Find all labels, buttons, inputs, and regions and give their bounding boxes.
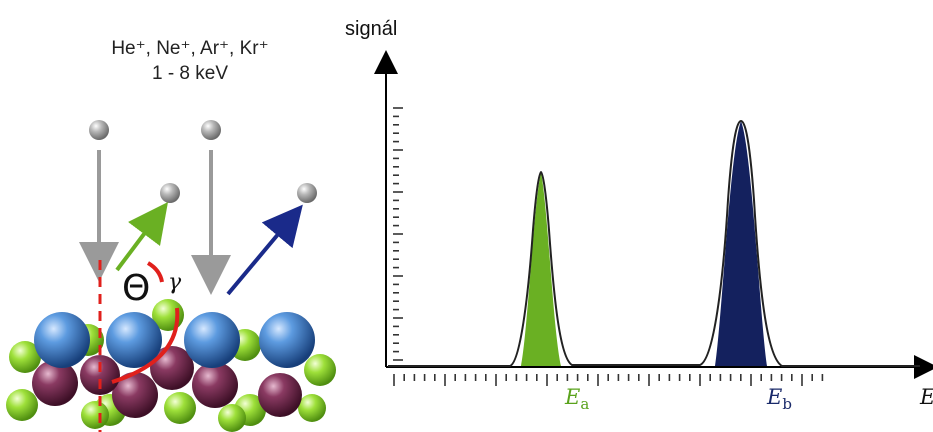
scattered-beam-b (226, 204, 303, 296)
peak-a-label: Ea (565, 385, 590, 413)
theta-symbol: Θ (122, 268, 151, 309)
scattered-ion-b (297, 183, 317, 203)
surface-lattice (6, 299, 336, 432)
ion-species-label: He⁺, Ne⁺, Ar⁺, Kr⁺ (111, 38, 269, 59)
y-axis-ticks (393, 107, 403, 361)
scattered-beam-a (115, 202, 168, 272)
gamma-arc (111, 307, 180, 384)
ion-energy-label: 1 - 8 keV (151, 63, 229, 84)
scattered-ion-a (160, 183, 180, 203)
incident-ion-1 (89, 120, 109, 140)
gamma-symbol: γ (168, 270, 182, 295)
peak-b-label: Eb (767, 385, 792, 413)
x-axis-label: E (920, 385, 933, 409)
x-axis-ticks (393, 374, 824, 386)
peak-a-fill (521, 172, 561, 366)
y-axis-label: signál (345, 18, 398, 40)
peak-b-fill (715, 121, 767, 366)
spectrum-curve (388, 119, 920, 367)
incident-ion-2 (201, 120, 221, 140)
theta-arc (146, 261, 164, 283)
